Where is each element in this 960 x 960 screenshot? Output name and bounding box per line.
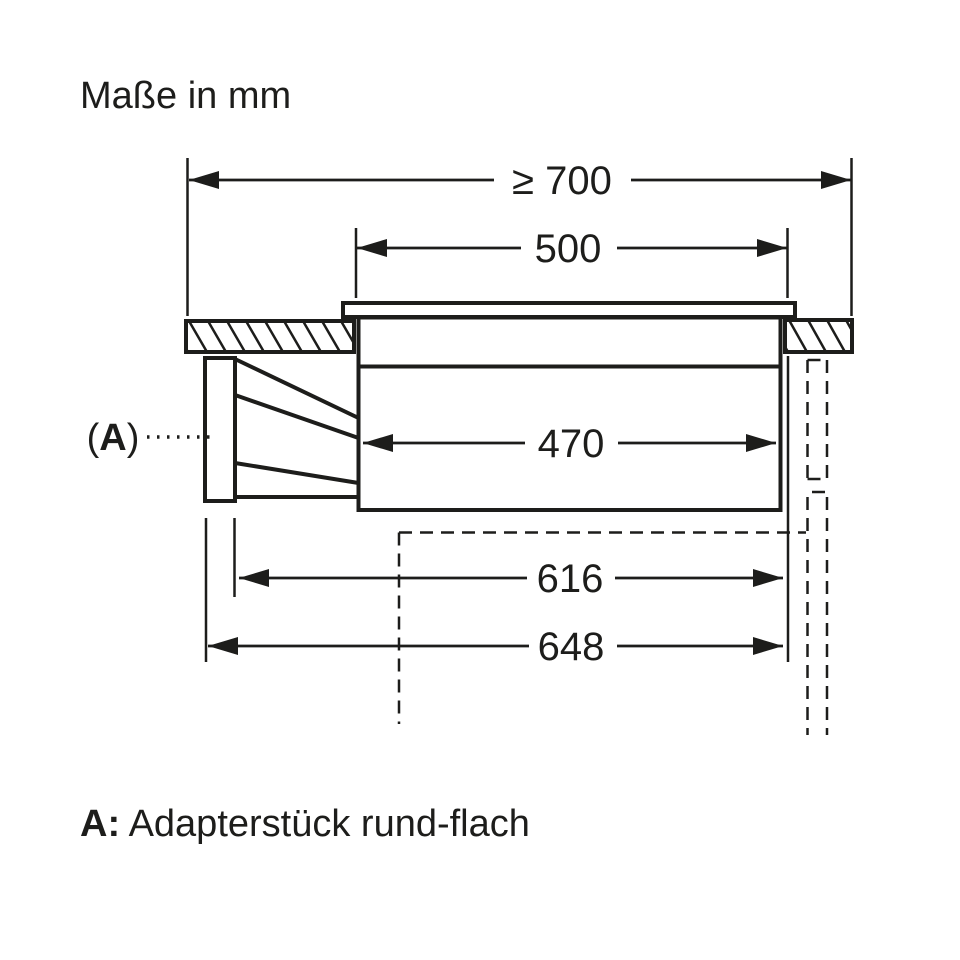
worktop-hatch-left <box>186 321 354 352</box>
cabinet-outline-dashed <box>397 531 806 724</box>
hob-glass-panel <box>341 301 797 319</box>
worktop-hatch-right <box>785 320 852 352</box>
adapter-transition-line <box>234 461 359 485</box>
page-title: Maße in mm <box>80 75 291 117</box>
dimension-value: 616 <box>537 557 604 601</box>
adapter-transition-line <box>234 393 360 440</box>
callout-label: (A) <box>87 417 140 459</box>
callout-open-paren: ( <box>87 417 100 459</box>
worktop-right-outline <box>783 318 854 354</box>
callout-close-paren: ) <box>127 417 140 459</box>
adapter-transition-line <box>234 357 360 420</box>
worktop-left-section <box>184 319 356 354</box>
dimension-value: 470 <box>538 422 605 466</box>
dimension-cutout-to-duct: 616 <box>233 518 783 601</box>
callout-letter: A <box>99 417 126 459</box>
legend-prefix: A: <box>80 803 120 845</box>
legend-text: Adapterstück rund-flach <box>120 803 530 845</box>
adapter-end-plate <box>203 356 237 503</box>
callout-A: (A) <box>87 417 216 459</box>
dimension-value: ≥ 700 <box>512 159 612 203</box>
dimension-min-worktop-width: ≥ 700 <box>186 158 853 316</box>
dimension-glass-panel-width: 500 <box>354 227 789 298</box>
worktop-left-outline <box>184 319 356 354</box>
dimension-value: 648 <box>538 625 605 669</box>
dimension-overall-width: 648 <box>204 518 783 669</box>
ventilation-box <box>356 315 783 512</box>
dimension-body-width: 470 <box>363 422 776 466</box>
legend: A: Adapterstück rund-flach <box>80 803 530 845</box>
worktop-right-section <box>783 318 854 354</box>
appliance-body <box>356 315 783 512</box>
rear-duct-dashed <box>806 358 829 735</box>
dimension-value: 500 <box>535 227 602 271</box>
adapter-round-to-flat <box>203 356 360 503</box>
